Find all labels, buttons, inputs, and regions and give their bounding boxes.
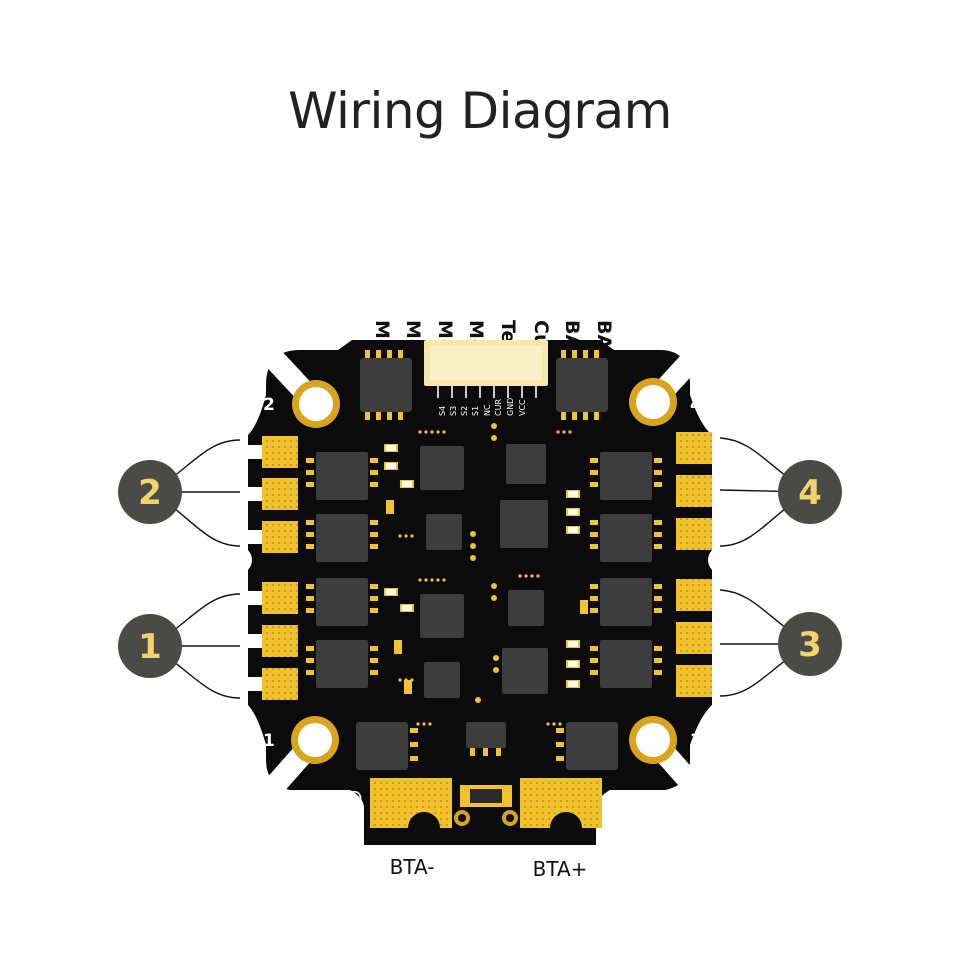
pin-label-s4: S4	[438, 406, 447, 416]
pin-label-s1: S1	[471, 406, 480, 416]
motor-badge-3-number: 3	[798, 625, 822, 665]
positive-symbol: ⊕	[604, 786, 622, 811]
mount-hole-number-4: 4	[690, 395, 702, 415]
negative-pad-label: BTA-	[390, 855, 435, 879]
negative-symbol: ⊖	[345, 786, 363, 811]
positive-pad-label: BTA+	[533, 857, 588, 881]
bottom-chip-left	[356, 722, 408, 770]
mount-hole-bottom-right	[629, 716, 715, 808]
mount-hole-bottom-left	[253, 716, 339, 808]
motor-badge-1: 1	[118, 614, 182, 678]
pin-label-s3: S3	[449, 406, 458, 416]
via-dots	[398, 423, 572, 726]
mount-hole-number-2: 2	[263, 395, 275, 415]
motor-badge-4: 4	[778, 460, 842, 524]
motor-badge-3: 3	[778, 612, 842, 676]
motor-badge-1-number: 1	[138, 627, 162, 667]
mount-hole-number-1: 1	[263, 731, 275, 751]
motor-badge-4-number: 4	[798, 473, 822, 513]
connector-pin-labels: S4 S3 S2 S1 NC CUR GND VCC	[438, 398, 527, 416]
top-connector	[424, 340, 548, 398]
right-motor-pads	[676, 432, 726, 697]
driver-chips	[420, 444, 548, 698]
motor-badge-2: 2	[118, 460, 182, 524]
left-motor-pads	[248, 436, 298, 700]
power-pads	[370, 778, 602, 830]
passive-components	[384, 444, 588, 694]
positive-power-pad	[520, 778, 602, 828]
mosfet-array	[316, 452, 652, 688]
mount-hole-top-left	[253, 338, 340, 428]
regulator-chip-right	[556, 358, 608, 412]
mount-hole-number-3: 3	[690, 731, 702, 751]
motor-badge-2-number: 2	[138, 473, 162, 513]
regulator-chip-left	[360, 358, 412, 412]
pin-label-s2: S2	[460, 406, 469, 416]
diagram-title: Wiring Diagram	[288, 82, 672, 140]
bottom-center-chip	[466, 722, 506, 748]
pin-label-gnd: GND	[506, 398, 515, 416]
bottom-chip-right	[566, 722, 618, 770]
pin-label-cur: CUR	[494, 399, 503, 416]
pin-label-nc: NC	[483, 404, 492, 416]
mount-hole-top-right	[629, 338, 713, 426]
pin-label-vcc: VCC	[518, 399, 527, 416]
negative-power-pad	[370, 778, 452, 828]
